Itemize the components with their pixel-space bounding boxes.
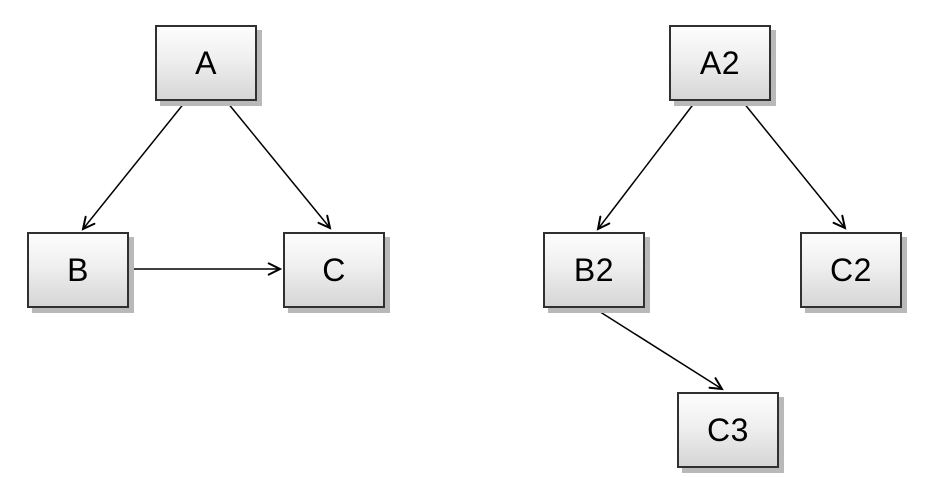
node-B[interactable]: B xyxy=(27,232,129,308)
edge-A-to-C[interactable] xyxy=(226,101,330,228)
node-B2-label: B2 xyxy=(573,252,615,288)
node-B-label: B xyxy=(67,252,89,288)
node-B2[interactable]: B2 xyxy=(543,232,645,308)
edge-B2-to-C3[interactable] xyxy=(593,307,722,389)
node-C3[interactable]: C3 xyxy=(677,392,779,468)
node-A2-label: A2 xyxy=(699,45,741,81)
node-C2[interactable]: C2 xyxy=(800,232,902,308)
node-A2[interactable]: A2 xyxy=(669,25,771,101)
node-A-label: A xyxy=(195,45,217,81)
node-C3-label: C3 xyxy=(707,412,749,448)
node-C[interactable]: C xyxy=(283,232,385,308)
node-C-label: C xyxy=(322,252,346,288)
node-A[interactable]: A xyxy=(155,25,257,101)
edge-A-to-B[interactable] xyxy=(83,101,186,229)
edge-A2-to-C2[interactable] xyxy=(742,101,845,228)
node-C2-label: C2 xyxy=(830,252,872,288)
edge-A2-to-B2[interactable] xyxy=(598,101,696,229)
